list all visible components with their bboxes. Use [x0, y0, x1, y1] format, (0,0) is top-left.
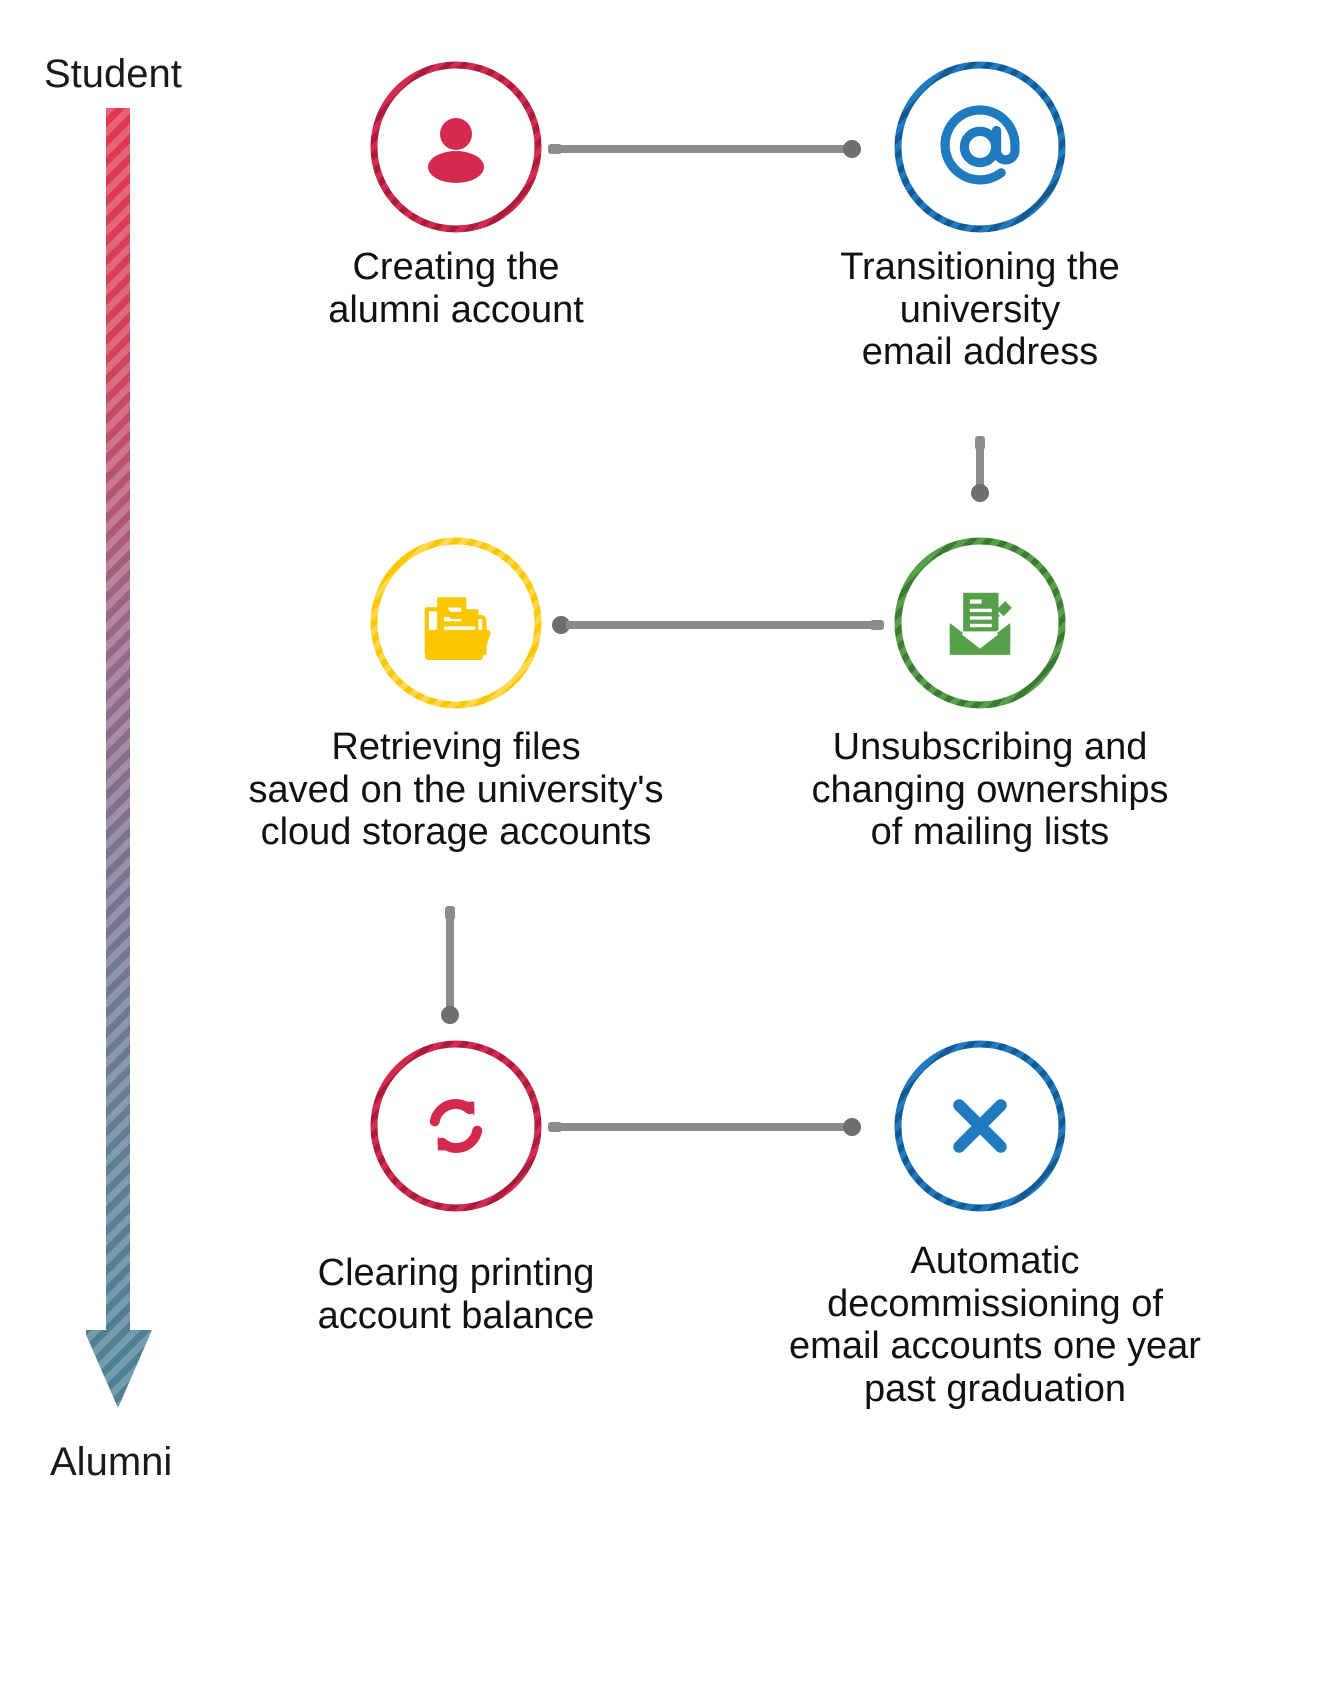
connector-endpoint-dot: [843, 140, 861, 158]
step-transitioning-email-caption: Transitioning the university email addre…: [840, 246, 1120, 374]
connector-line: [976, 440, 984, 492]
connector-creating-to-transitioning: [548, 140, 878, 158]
step-mailing-lists-caption: Unsubscribing and changing ownerships of…: [811, 726, 1169, 854]
folder-document-icon: [366, 533, 546, 713]
step-decommissioning-email-caption: Automatic decommissioning of email accou…: [789, 1240, 1201, 1410]
connector-line: [552, 145, 852, 153]
step-decommissioning-email-icon[interactable]: [890, 1036, 1070, 1216]
timeline-end-label: Alumni: [50, 1440, 173, 1484]
circle-ring-red-2: [366, 1036, 546, 1216]
refresh-sync-icon: [366, 1036, 546, 1216]
person-icon: [366, 57, 546, 237]
step-clearing-printing-balance-icon[interactable]: [366, 1036, 546, 1216]
connector-endpoint-dot: [441, 1006, 459, 1024]
circle-ring-red: [366, 57, 546, 237]
connector-clearing-to-decommissioning: [548, 1118, 878, 1136]
circle-ring-yellow: [366, 533, 546, 713]
connector-mailinglists-to-retrieving: [552, 616, 892, 634]
connector-endpoint-dot: [971, 484, 989, 502]
circle-ring-green: [890, 533, 1070, 713]
step-clearing-printing-balance-caption: Clearing printing account balance: [317, 1252, 595, 1337]
circle-ring-blue-2: [890, 1036, 1070, 1216]
step-creating-alumni-account-caption: Creating the alumni account: [328, 246, 584, 331]
step-creating-alumni-account-icon[interactable]: [366, 57, 546, 237]
connector-line-cap: [870, 620, 884, 630]
connector-line: [446, 910, 454, 1016]
connector-transitioning-to-mailinglists: [971, 436, 989, 516]
connector-endpoint-dot: [552, 616, 570, 634]
connector-retrieving-to-clearing: [441, 906, 459, 1031]
step-transitioning-email-icon[interactable]: [890, 57, 1070, 237]
student-to-alumni-arrow: [86, 108, 152, 1408]
at-sign-icon: [890, 57, 1070, 237]
circle-ring-blue: [890, 57, 1070, 237]
connector-line: [566, 621, 872, 629]
step-mailing-lists-icon[interactable]: [890, 533, 1070, 713]
timeline-start-label: Student: [44, 52, 182, 96]
step-retrieving-files-caption: Retrieving files saved on the university…: [248, 726, 664, 854]
connector-line: [552, 1123, 852, 1131]
step-retrieving-files-icon[interactable]: [366, 533, 546, 713]
close-x-icon: [890, 1036, 1070, 1216]
envelope-edit-icon: [890, 533, 1070, 713]
connector-endpoint-dot: [843, 1118, 861, 1136]
